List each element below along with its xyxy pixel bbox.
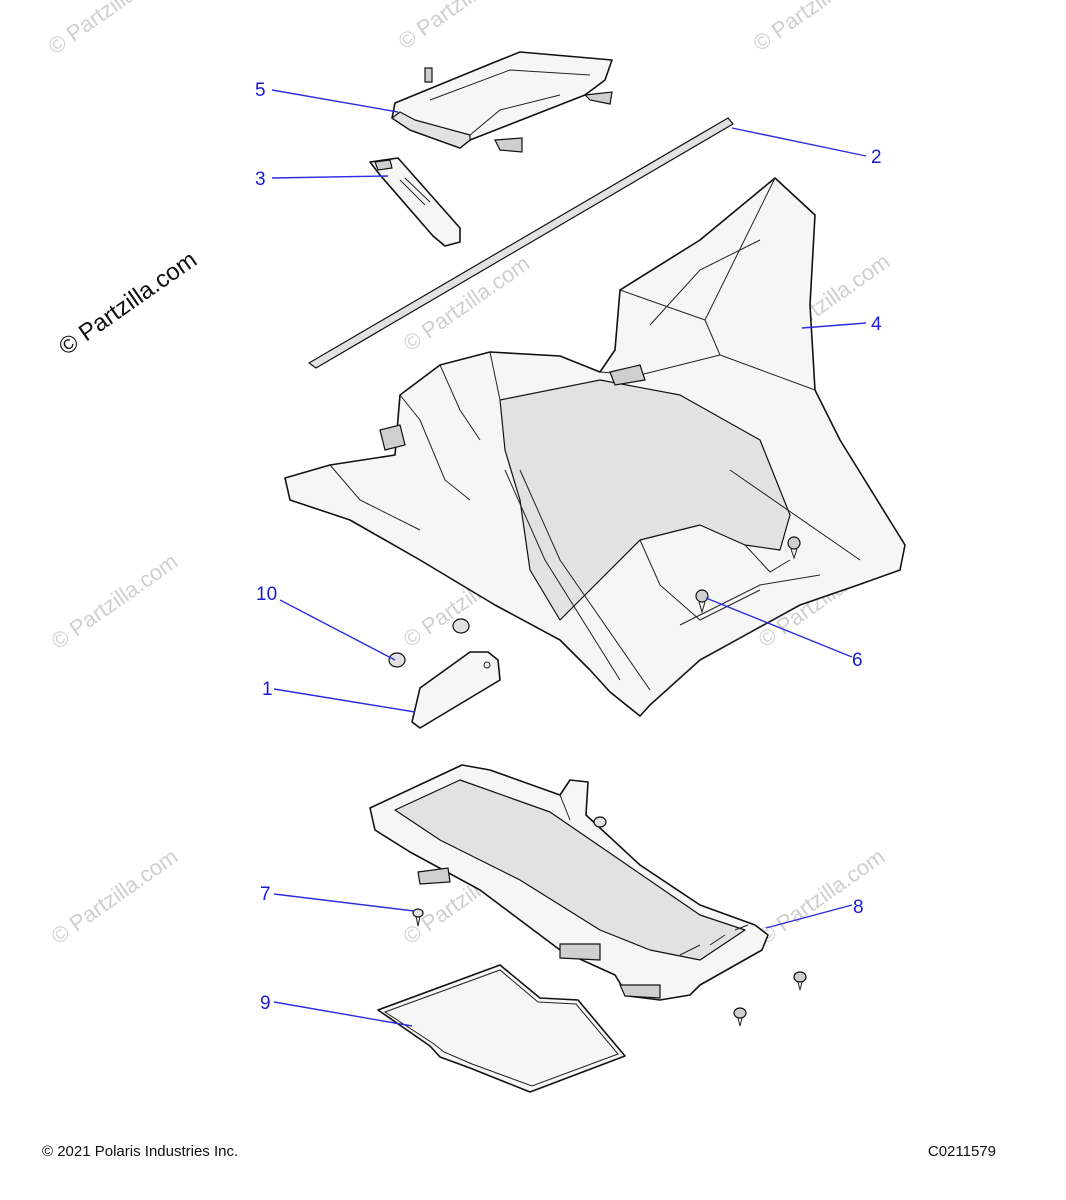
callout-line-9 bbox=[273, 1001, 413, 1027]
callout-7: 7 bbox=[260, 884, 271, 905]
callout-2: 2 bbox=[871, 147, 882, 168]
brand-watermark: © Partzilla.com bbox=[54, 246, 202, 361]
callout-8: 8 bbox=[853, 897, 864, 918]
part-3-strap bbox=[369, 157, 461, 247]
callout-line-3 bbox=[271, 175, 389, 179]
callout-line-2 bbox=[731, 127, 867, 157]
part-2-rod bbox=[308, 117, 734, 369]
watermark: © Partzilla.com bbox=[749, 0, 885, 56]
callout-10: 10 bbox=[256, 584, 277, 605]
callout-lines bbox=[271, 89, 867, 1027]
callout-5: 5 bbox=[255, 80, 266, 101]
callout-line-6 bbox=[705, 597, 853, 658]
part-8-tray bbox=[369, 764, 769, 1001]
part-10-push-nut bbox=[388, 618, 470, 668]
callout-1: 1 bbox=[262, 679, 273, 700]
part-7-screw bbox=[412, 816, 807, 1027]
part-1-bracket bbox=[411, 651, 501, 729]
part-9-mat bbox=[377, 964, 626, 1093]
part-4-floor-tub bbox=[284, 177, 906, 717]
callout-6: 6 bbox=[852, 650, 863, 671]
callout-3: 3 bbox=[255, 169, 266, 190]
watermark: © Partzilla.com bbox=[47, 844, 183, 950]
watermark: © Partzilla.com bbox=[44, 0, 180, 59]
callout-line-4 bbox=[801, 322, 867, 329]
callout-line-10 bbox=[279, 599, 396, 661]
callout-line-5 bbox=[271, 89, 399, 113]
watermark: © Partzilla.com bbox=[754, 844, 890, 950]
part-5-upper-panel bbox=[391, 51, 613, 153]
callout-4: 4 bbox=[871, 314, 882, 335]
callout-9: 9 bbox=[260, 993, 271, 1014]
watermark: © Partzilla.com bbox=[394, 0, 530, 54]
callout-line-8 bbox=[765, 904, 853, 929]
diagram-code: C0211579 bbox=[927, 1143, 996, 1160]
callout-labels: 5 3 2 4 6 10 1 7 8 9 bbox=[255, 80, 882, 1014]
callout-line-7 bbox=[273, 893, 415, 912]
copyright-text: © 2021 Polaris Industries Inc. bbox=[42, 1143, 239, 1160]
callout-line-1 bbox=[273, 688, 416, 713]
part-6-rivet bbox=[695, 536, 801, 614]
watermark: © Partzilla.com bbox=[47, 549, 183, 655]
